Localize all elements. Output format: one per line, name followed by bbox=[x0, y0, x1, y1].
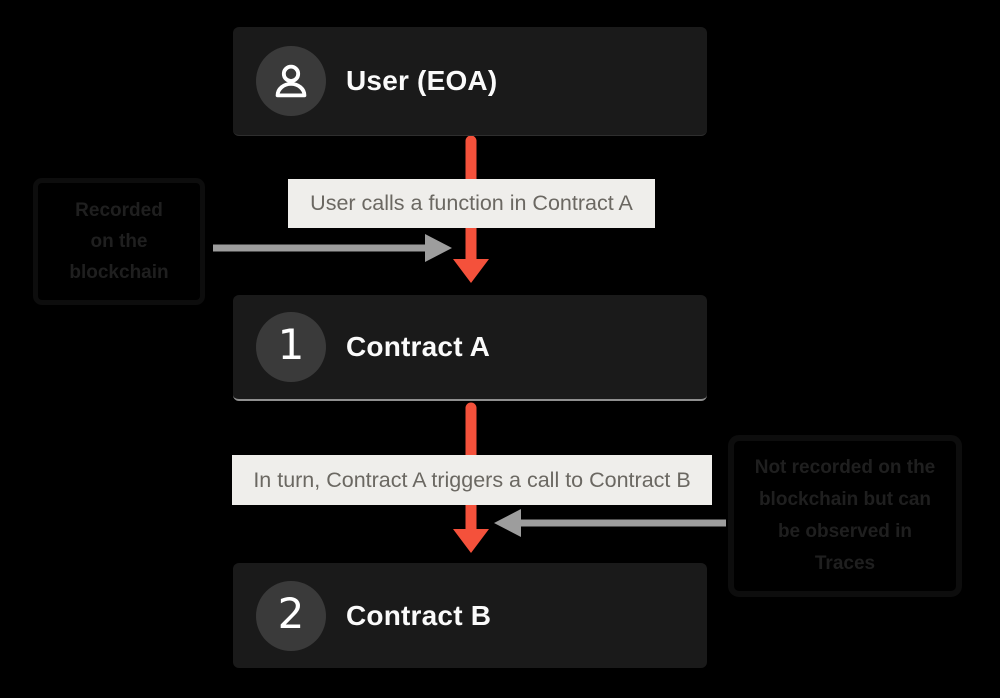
node-title-contract-b: Contract B bbox=[346, 599, 492, 631]
annotation-line: on the bbox=[90, 231, 148, 252]
step-number-circle: 2 bbox=[256, 580, 326, 651]
user-avatar-circle bbox=[256, 46, 326, 116]
annotation-line: be observed in bbox=[777, 521, 913, 542]
step-number-circle: 1 bbox=[256, 312, 326, 382]
node-contract-b: 2 Contract B bbox=[233, 563, 707, 668]
node-title-user-eoa: User (EOA) bbox=[346, 65, 498, 96]
annotation-line: blockchain but can bbox=[758, 489, 932, 510]
annotation-line: Traces bbox=[814, 553, 876, 574]
annotation-line: Not recorded on the bbox=[754, 457, 936, 478]
edge-label-user-calls-contract-a: User calls a function in Contract A bbox=[288, 179, 655, 228]
annotation-observed-in-traces: Not recorded on the blockchain but can b… bbox=[728, 435, 962, 597]
node-user-eoa: User (EOA) bbox=[233, 27, 707, 136]
annotation-recorded-on-blockchain: Recorded on the blockchain bbox=[33, 178, 205, 305]
annotation-line: blockchain bbox=[69, 262, 169, 283]
node-contract-a: 1 Contract A bbox=[233, 295, 707, 401]
annotation-line: Recorded bbox=[75, 200, 163, 221]
left-arrow-traces-annotation-icon bbox=[494, 509, 726, 537]
user-icon bbox=[275, 64, 307, 98]
step-number: 2 bbox=[277, 588, 305, 638]
step-number: 1 bbox=[277, 320, 305, 369]
node-title-contract-a: Contract A bbox=[346, 331, 491, 362]
right-arrow-recorded-annotation-icon bbox=[213, 234, 452, 262]
edge-label-contract-a-triggers-b: In turn, Contract A triggers a call to C… bbox=[232, 455, 712, 505]
